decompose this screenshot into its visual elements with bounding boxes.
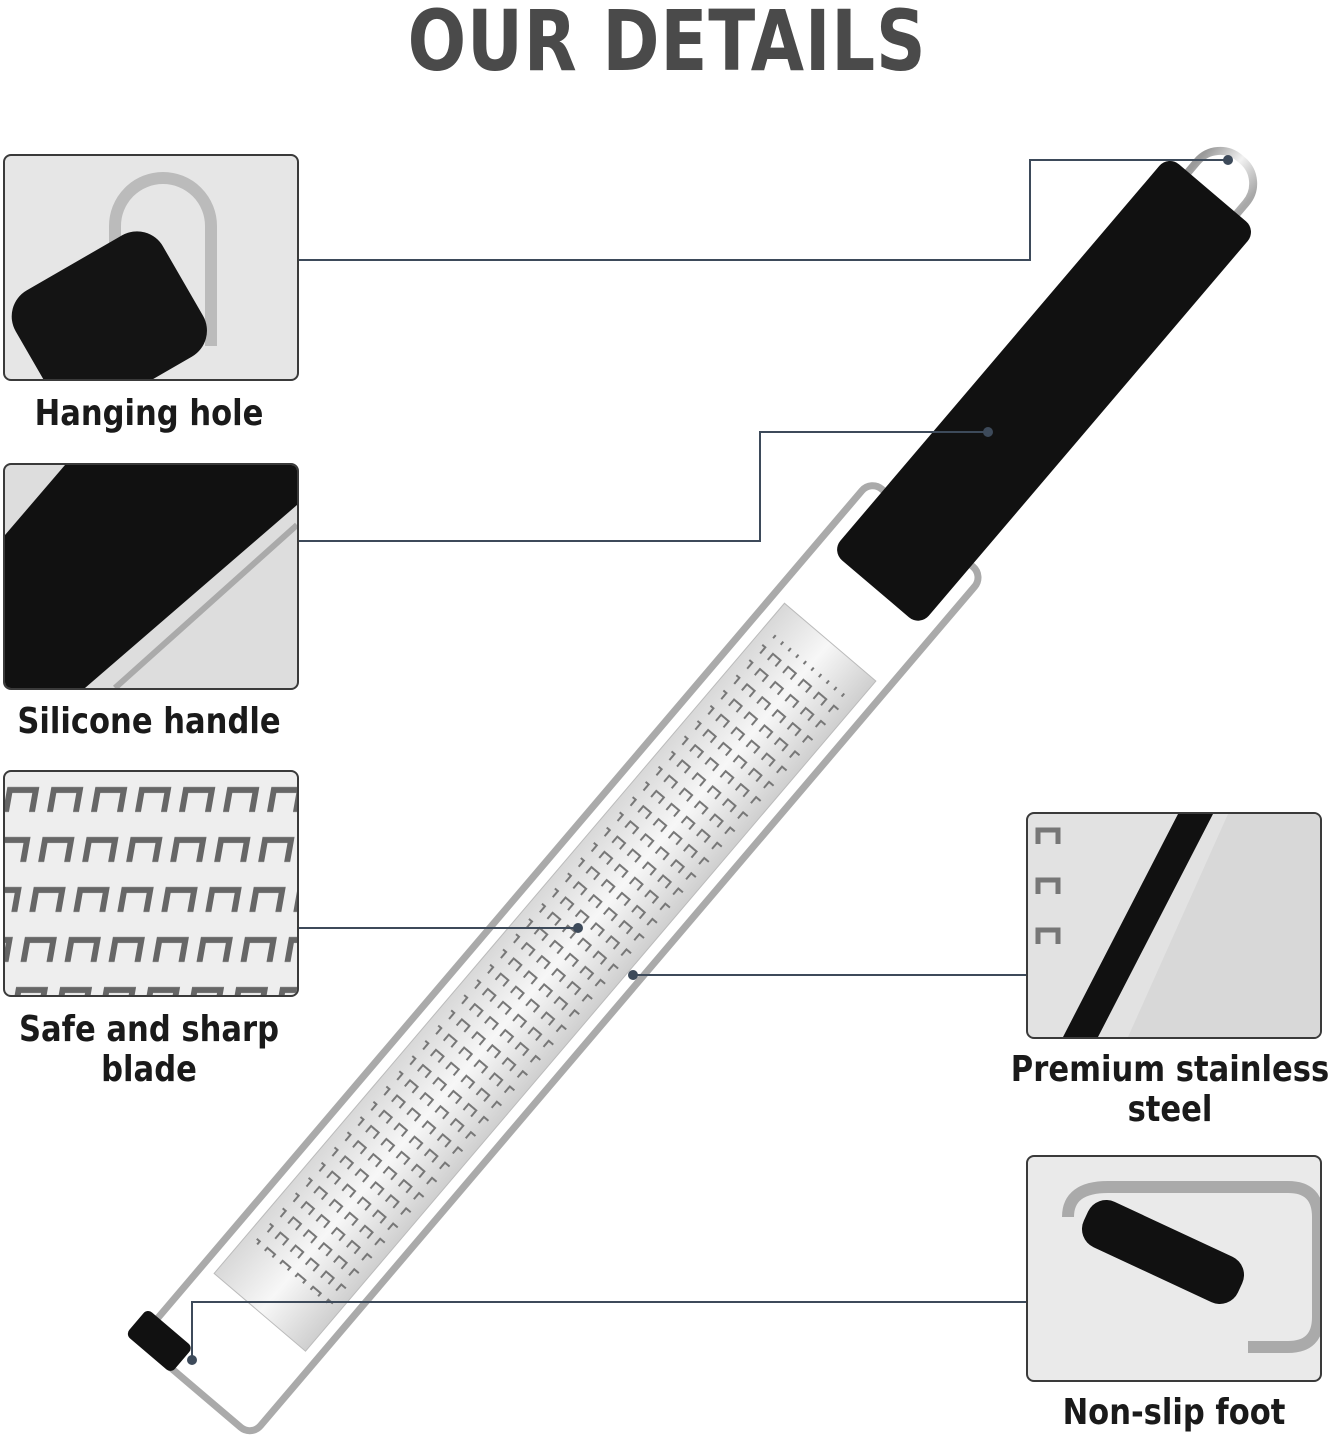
detail-non-slip-foot bbox=[1026, 1155, 1322, 1382]
grater bbox=[127, 146, 1258, 1435]
label-non-slip-foot: Non-slip foot bbox=[1062, 1392, 1286, 1433]
detail-silicone-handle bbox=[3, 463, 299, 690]
non-slip-foot bbox=[127, 1311, 191, 1371]
blade-holes bbox=[254, 632, 849, 1307]
label-hanging-hole: Hanging hole bbox=[34, 393, 264, 434]
callout-dots bbox=[187, 155, 1233, 1365]
detail-stainless-steel bbox=[1026, 812, 1322, 1039]
detail-blade bbox=[3, 770, 299, 997]
label-silicone-handle: Silicone handle bbox=[17, 701, 281, 742]
silicone-handle bbox=[837, 160, 1251, 621]
page-title: OUR DETAILS bbox=[407, 0, 927, 90]
callout-lines bbox=[191, 159, 1228, 1360]
detail-hanging-hole bbox=[3, 154, 299, 381]
